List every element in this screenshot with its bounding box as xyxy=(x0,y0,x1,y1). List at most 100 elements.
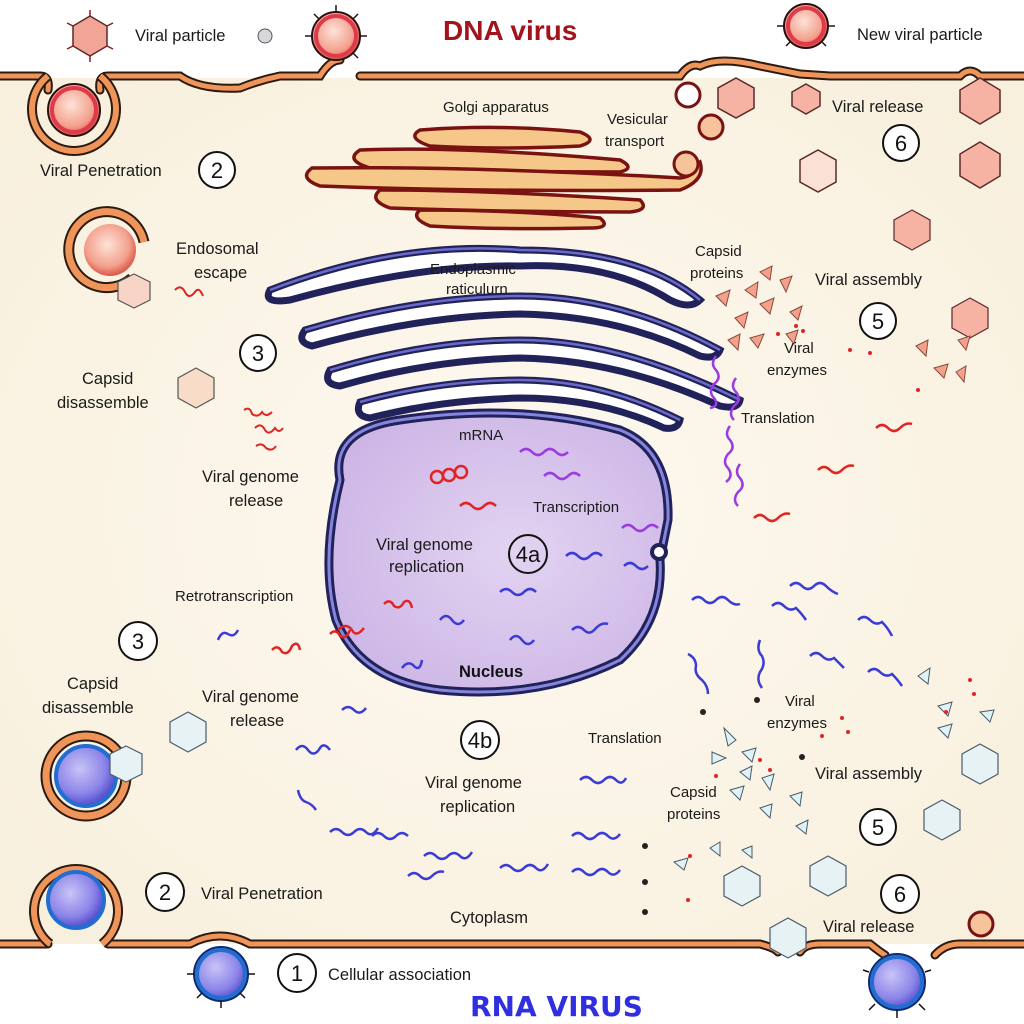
rna-copies-cytoplasm xyxy=(329,581,904,881)
vesicle-bottom-icon xyxy=(967,910,995,938)
rna-capsid-proteins-label-2: proteins xyxy=(667,806,720,823)
rna-capsid-proteins xyxy=(672,666,995,871)
step-4b-badge: 4b xyxy=(460,720,500,760)
dna-step-6-badge: 6 xyxy=(882,124,920,162)
nuclear-pore-icon xyxy=(650,543,668,561)
svg-text:4a: 4a xyxy=(516,542,541,567)
nucleus-label: Nucleus xyxy=(459,663,523,681)
endosomal-escape-icon xyxy=(63,206,151,309)
endosomal-escape-label-1: Endosomal xyxy=(176,240,259,258)
rna-viral-release-label: Viral release xyxy=(823,918,914,936)
rna-virus-attaching-icon xyxy=(187,946,255,1008)
mrna-strands xyxy=(519,447,659,533)
vesicular-transport-label-1: Vesicular xyxy=(607,111,668,128)
svg-text:2: 2 xyxy=(211,158,223,183)
vesicular-transport-label-2: transport xyxy=(605,133,665,150)
dna-step-2-badge: 2 xyxy=(198,151,236,189)
retrotranscription-label: Retrotranscription xyxy=(175,588,293,605)
rna-virus-title: RNA VIRUS xyxy=(470,990,643,1023)
svg-text:3: 3 xyxy=(132,629,144,654)
rna-viral-enzyme-dots xyxy=(686,678,976,902)
rna-capsid-disassemble-label-2: disassemble xyxy=(42,699,134,717)
golgi-label: Golgi apparatus xyxy=(443,99,549,116)
dna-capsid-proteins xyxy=(715,265,803,352)
new-viral-particle-icon xyxy=(777,3,835,49)
dna-capsid-disassemble-label-2: disassemble xyxy=(57,394,149,412)
dna-genome-release-label-2: release xyxy=(229,492,283,510)
rna-step-1-badge: 1 xyxy=(277,953,317,993)
mrna-label: mRNA xyxy=(459,427,503,444)
released-dna-capsid-icon xyxy=(717,77,1001,193)
dna-endosome-penetration-icon xyxy=(27,72,121,156)
dna-genome-release-label-1: Viral genome xyxy=(202,468,299,486)
new-viral-particle-label: New viral particle xyxy=(857,26,983,44)
small-particle-icon xyxy=(257,28,273,44)
rna-translation-label: Translation xyxy=(588,730,662,747)
svg-text:4b: 4b xyxy=(468,728,492,753)
viral-dna-in-nucleus xyxy=(337,464,497,635)
svg-text:1: 1 xyxy=(291,961,303,986)
dna-viral-enzymes-label-1: Viral xyxy=(784,340,814,357)
bottom-cell-membrane xyxy=(0,931,1024,960)
dna-viral-enzyme-dots xyxy=(776,324,920,392)
step-4a-badge: 4a xyxy=(508,534,548,574)
rna-step-3-badge: 3 xyxy=(118,621,158,661)
svg-text:2: 2 xyxy=(159,880,171,905)
rna-viral-penetration-label: Viral Penetration xyxy=(201,885,323,903)
dna-viral-release-label: Viral release xyxy=(832,98,923,116)
dna-capsid-disassemble-label-1: Capsid xyxy=(82,370,133,388)
viral-particle-label: Viral particle xyxy=(135,27,225,45)
dna-capsid-disassembly-icon xyxy=(177,367,215,409)
dna-viral-penetration-label: Viral Penetration xyxy=(40,162,162,180)
genome-replication-4b-label-2: replication xyxy=(440,798,515,816)
retro-dna-fragments xyxy=(271,629,352,655)
rna-genome-release-label-1: Viral genome xyxy=(202,688,299,706)
dna-enveloped-virus-icon xyxy=(305,5,367,61)
rna-capsid-disassemble-label-1: Capsid xyxy=(67,675,118,693)
svg-text:3: 3 xyxy=(252,341,264,366)
dna-viral-enzymes-label-2: enzymes xyxy=(767,362,827,379)
rna-capsid-free-icon xyxy=(169,711,207,753)
svg-text:5: 5 xyxy=(872,815,884,840)
golgi-apparatus xyxy=(304,125,703,231)
er-label-2: raticulurn xyxy=(446,281,508,298)
dna-viral-assembly-label: Viral assembly xyxy=(815,271,923,289)
genome-replication-4a-label-2: replication xyxy=(389,558,464,576)
cytoplasm-label: Cytoplasm xyxy=(450,909,528,927)
dna-virus-title: DNA virus xyxy=(443,15,577,46)
ribosome-dots xyxy=(642,697,805,915)
svg-text:6: 6 xyxy=(894,882,906,907)
rna-assembled-capsids xyxy=(723,743,999,959)
svg-text:6: 6 xyxy=(895,131,907,156)
dna-capsid-proteins-label-1: Capsid xyxy=(695,243,742,260)
rna-genome-release-label-2: release xyxy=(230,712,284,730)
genome-replication-4b-label-1: Viral genome xyxy=(425,774,522,792)
nucleus xyxy=(324,408,673,697)
rna-capsid-proteins-label-1: Capsid xyxy=(670,784,717,801)
transport-vesicle-icon xyxy=(672,81,725,178)
dna-capsid-proteins-label-2: proteins xyxy=(690,265,743,282)
rna-step-6-badge: 6 xyxy=(880,874,920,914)
dna-translation-label: Translation xyxy=(741,410,815,427)
svg-text:5: 5 xyxy=(872,309,884,334)
viral-rna-in-nucleus xyxy=(439,551,649,646)
extracellular-bottom xyxy=(0,946,1024,1024)
dna-genome-copies xyxy=(753,422,913,523)
rna-new-viral-particle-icon xyxy=(862,953,932,1018)
endosomal-escape-label-2: escape xyxy=(194,264,247,282)
rna-viral-enzymes-label-1: Viral xyxy=(785,693,815,710)
endoplasmic-reticulum-inner xyxy=(269,247,741,422)
extracellular-top xyxy=(0,0,1024,74)
transcription-label: Transcription xyxy=(533,499,619,516)
dna-step-3-badge: 3 xyxy=(239,334,277,372)
genome-replication-4a-label-1: Viral genome xyxy=(376,536,473,554)
dna-step-5-badge: 5 xyxy=(859,302,897,340)
dna-assembled-capsids xyxy=(893,209,989,339)
cellular-association-label: Cellular association xyxy=(328,966,471,984)
rna-genome-fragments xyxy=(216,629,424,811)
rna-endosome-penetration-icon xyxy=(29,864,123,948)
rna-viral-assembly-label: Viral assembly xyxy=(815,765,923,783)
dna-assembly-fragments xyxy=(915,335,971,384)
er-label-1: Endoplasmic xyxy=(430,261,516,278)
